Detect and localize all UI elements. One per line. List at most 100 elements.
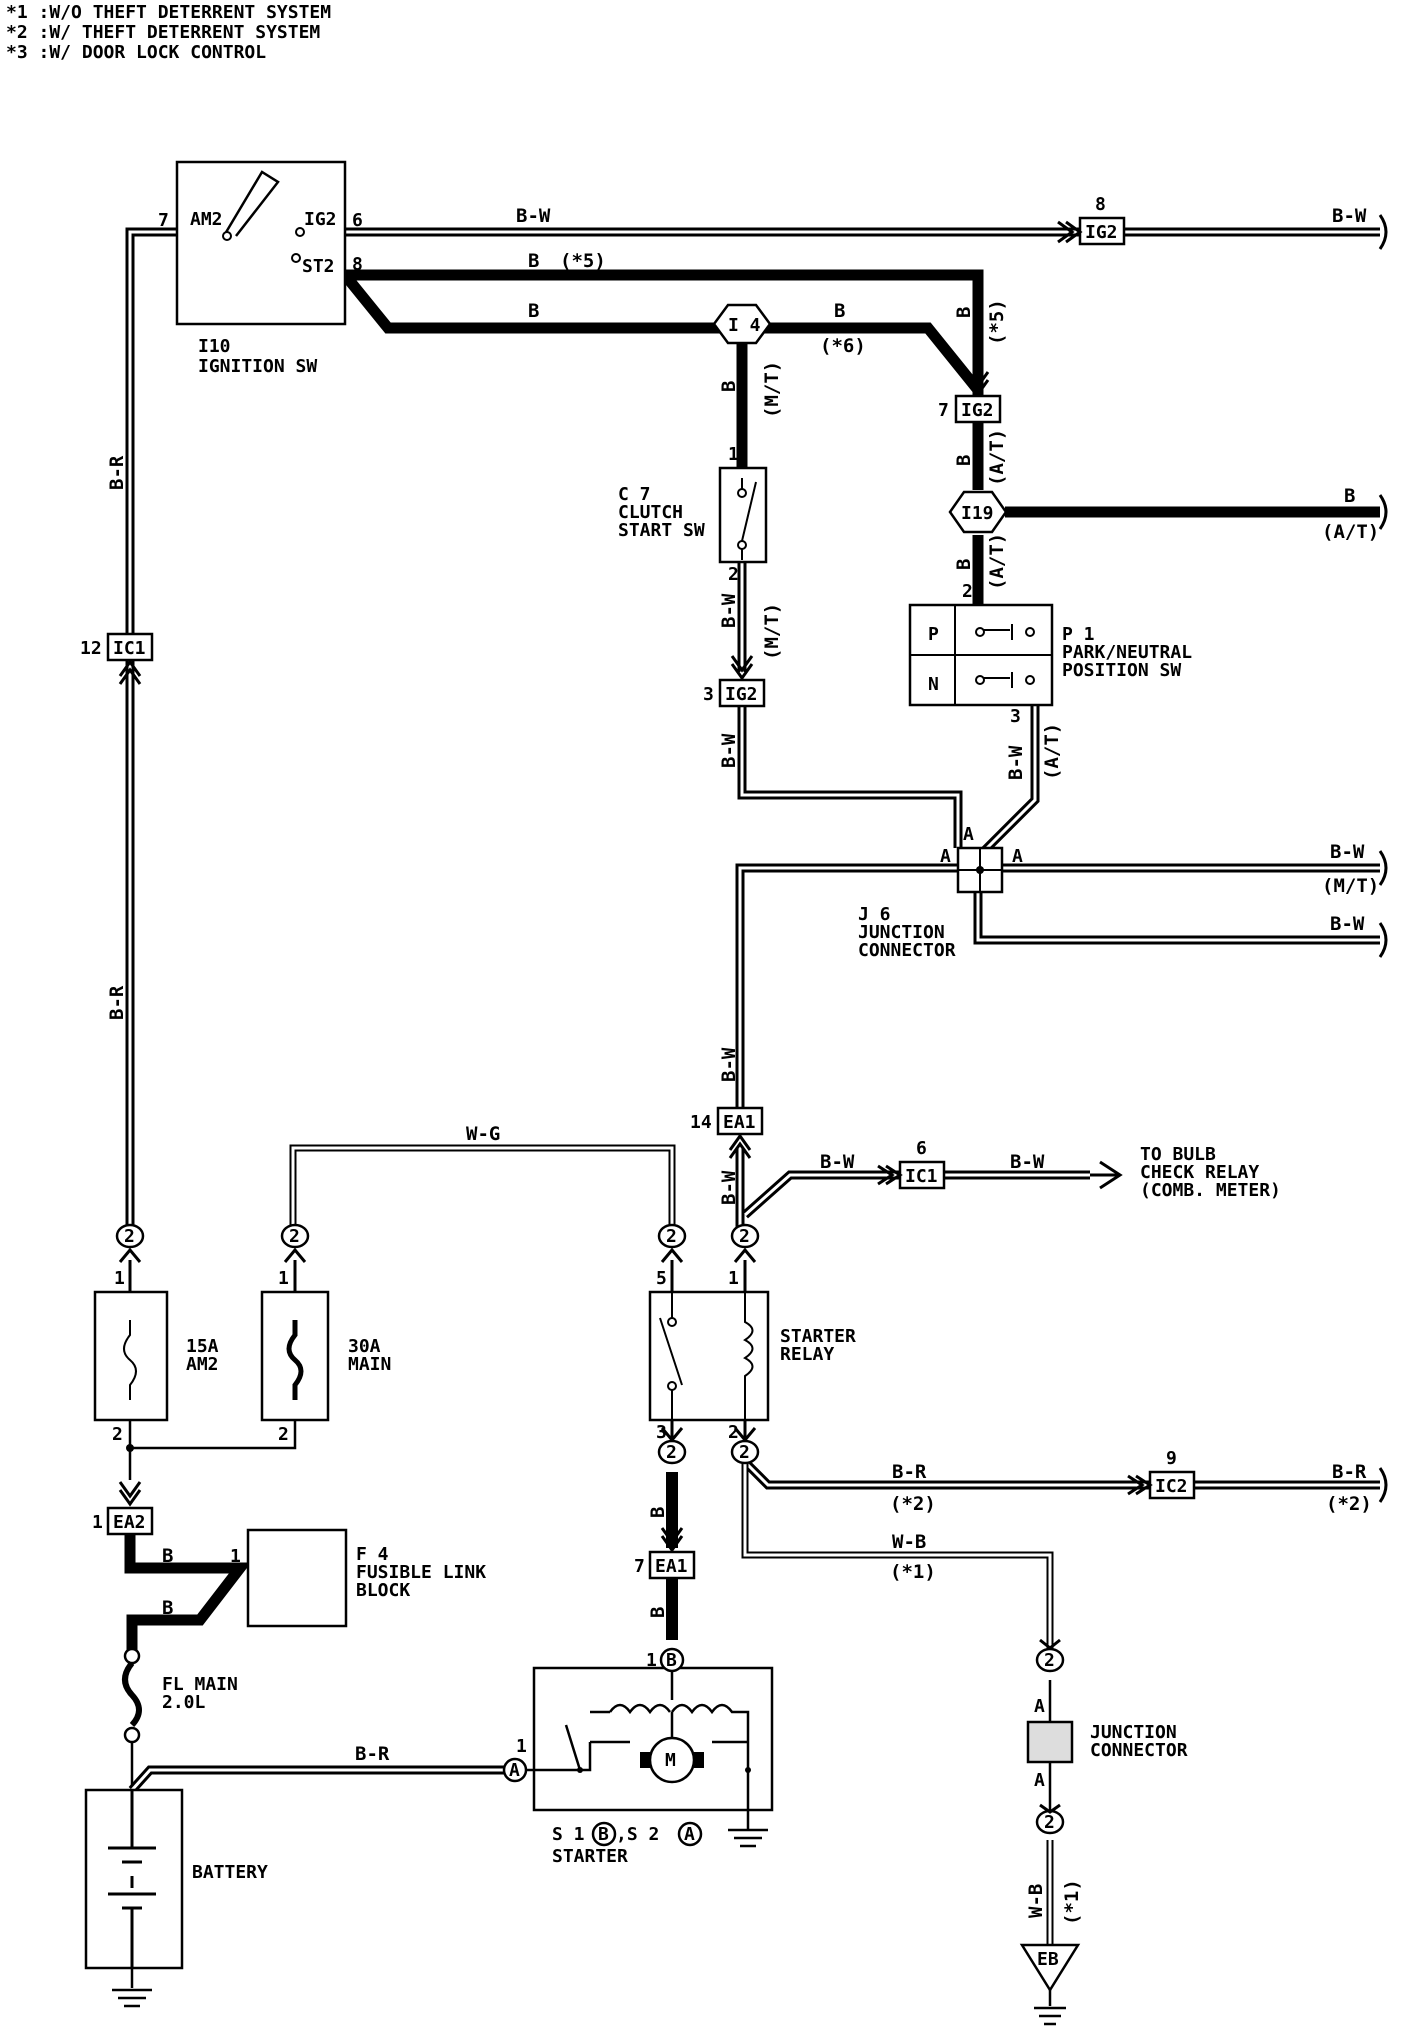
- label-b-right: B: [953, 307, 975, 318]
- connector-ig2-clutch-pin: 3: [703, 684, 714, 705]
- relay-pin-1: 1: [728, 1268, 739, 1289]
- wire-bw-ea1-relay: [735, 1148, 1090, 1232]
- connector-ea2: EA2 1: [92, 1506, 154, 1536]
- starter-motor: A 1 B 1 M S 1 B ,S 2 A STARTER: [502, 1647, 774, 1867]
- label-bw-ea1: B-W: [718, 1047, 740, 1082]
- connector-ig2-right-box: [954, 394, 1002, 424]
- label-br-starter: B-R: [355, 1743, 390, 1765]
- j6-pin-a-left: A: [940, 846, 951, 867]
- junction-lower-pin-a-bottom: A: [1034, 1770, 1045, 1791]
- fuse-main: 1 2 30A MAIN: [260, 1268, 391, 1445]
- arrow-main-up: [283, 1247, 307, 1263]
- fuse-am2-element: [123, 1320, 137, 1400]
- jp-junction-bottom: 2: [1035, 1809, 1065, 1835]
- label-bw-bulb-2: B-W: [1010, 1151, 1045, 1173]
- connector-ic1-bulb-label: IC1: [905, 1166, 938, 1187]
- junction-i19-label: I19: [961, 503, 994, 524]
- pn-name-2: POSITION SW: [1062, 660, 1181, 681]
- wire-br-starter: [128, 1765, 515, 1794]
- ground-eb: EB: [1019, 1943, 1081, 2026]
- battery: BATTERY: [84, 1788, 268, 2008]
- jp-relay-2-text: 2: [739, 1442, 750, 1463]
- splice-dot: [126, 1444, 134, 1452]
- ground-icon-battery: [112, 1968, 152, 2008]
- wire-wg: [289, 1144, 676, 1232]
- label-b-relay-3: B: [647, 1507, 669, 1518]
- bulb-dest-2: CHECK RELAY: [1140, 1162, 1259, 1183]
- battery-body: [84, 1788, 184, 1970]
- wires: [124, 227, 1380, 1945]
- pn-label-p: P: [928, 624, 939, 645]
- connector-ic1-left-pin: 12: [80, 638, 102, 659]
- arrow-ic1-bulb: [877, 1164, 903, 1186]
- junction-connector-lower: A A JUNCTION CONNECTOR: [1026, 1696, 1188, 1791]
- connector-ig2-right: IG2 7: [938, 394, 1002, 424]
- ignition-contact-am2: [222, 231, 232, 241]
- jp-main-text: 2: [289, 1226, 300, 1247]
- connector-ig2-clutch: IG2 3: [703, 678, 766, 708]
- label-b-i4: B: [834, 300, 845, 322]
- wire-bw-clutch-j6: [737, 562, 963, 848]
- pin-ig2-6: 6: [352, 210, 363, 231]
- connector-ea1-upper-box: [716, 1106, 764, 1136]
- notes-legend: *1 :W/O THEFT DETERRENT SYSTEM *2 :W/ TH…: [6, 2, 331, 63]
- label-b-fusible-2: B: [162, 1597, 173, 1619]
- label-b-i19-bot: B: [953, 559, 975, 570]
- junction-lower-name-1: JUNCTION: [1090, 1722, 1177, 1743]
- starter-motor-label: M: [665, 1750, 676, 1771]
- pn-contact-p-right: [1025, 627, 1035, 637]
- bulb-dest-3: (COMB. METER): [1140, 1180, 1281, 1201]
- fl-main-top-terminal: [123, 1647, 141, 1665]
- fuse-main-name: MAIN: [348, 1354, 391, 1375]
- wire-end-b-at: [1378, 494, 1388, 530]
- label-b-i19-top: B: [953, 455, 975, 466]
- fuse-main-rating: 30A: [348, 1336, 381, 1357]
- fuse-main-element: [286, 1320, 304, 1400]
- pin-am2-7: 7: [158, 210, 169, 231]
- label-mt-end: (M/T): [1322, 875, 1379, 897]
- jp-relay-1-ring: [730, 1223, 760, 1249]
- relay-name-1: STARTER: [780, 1326, 856, 1347]
- label-mt-clutch: (M/T): [761, 361, 783, 418]
- pn-pin-3: 3: [1010, 706, 1021, 727]
- starter-code-s1: S 1: [552, 1824, 585, 1845]
- jp-main-ring: [280, 1223, 310, 1249]
- starter-code-ring-a: [677, 1821, 703, 1847]
- ground-icon-eb: [1034, 1990, 1066, 2026]
- connector-ig2-top-box: [1078, 216, 1126, 246]
- connector-ic1-left-label: IC1: [113, 638, 146, 659]
- jp-relay-5-text: 2: [666, 1226, 677, 1247]
- connector-ic2-pin: 9: [1166, 1448, 1177, 1469]
- junction-i19-shape: [948, 490, 1008, 534]
- clutch-pin-1: 1: [728, 444, 739, 465]
- connector-ea2-label: EA2: [113, 1512, 146, 1533]
- label-br-lower: B-R: [106, 985, 128, 1020]
- jp-main: 2: [280, 1223, 310, 1249]
- relay-pin-5: 5: [656, 1268, 667, 1289]
- connector-ea1-upper-label: EA1: [723, 1112, 756, 1133]
- clutch-pin-2: 2: [728, 564, 739, 585]
- ignition-switch-name: IGNITION SW: [198, 356, 317, 377]
- junction-pins: 2 2 2 2 2 2 2 2: [115, 1223, 1065, 1835]
- wire-end-br-s2: [1378, 1467, 1388, 1503]
- arrow-relay1-up: [733, 1247, 757, 1263]
- wire-labels-top: B-W B-W B (*5) B B (*6) B (A/T) B-W (M/T…: [106, 205, 1379, 1205]
- connector-ea2-box: [106, 1506, 154, 1536]
- relay-name-2: RELAY: [780, 1344, 834, 1365]
- jp-junction-top: 2: [1035, 1647, 1065, 1673]
- wire-end-ig2: [1378, 214, 1388, 250]
- fusible-name-2: BLOCK: [356, 1580, 410, 1601]
- fl-main-link: FL MAIN 2.0L: [122, 1647, 238, 1744]
- label-at-end: (A/T): [1322, 521, 1379, 543]
- connector-ig2-clutch-box: [718, 678, 766, 708]
- clutch-switch-body: [718, 466, 768, 564]
- arrow-relay5-up: [660, 1247, 684, 1263]
- fuse-main-pin-1: 1: [278, 1268, 289, 1289]
- park-neutral-switch: P N 2 3 P 1 PARK/NEUTRAL POSITION SW: [908, 581, 1192, 727]
- jp-am2-ring: [115, 1223, 145, 1249]
- arrow-ic2: [1127, 1474, 1153, 1496]
- label-bw-clutch: B-W: [718, 593, 740, 628]
- connector-ic2: IC2 9: [1148, 1448, 1196, 1500]
- battery-cell-icon: [108, 1790, 156, 1968]
